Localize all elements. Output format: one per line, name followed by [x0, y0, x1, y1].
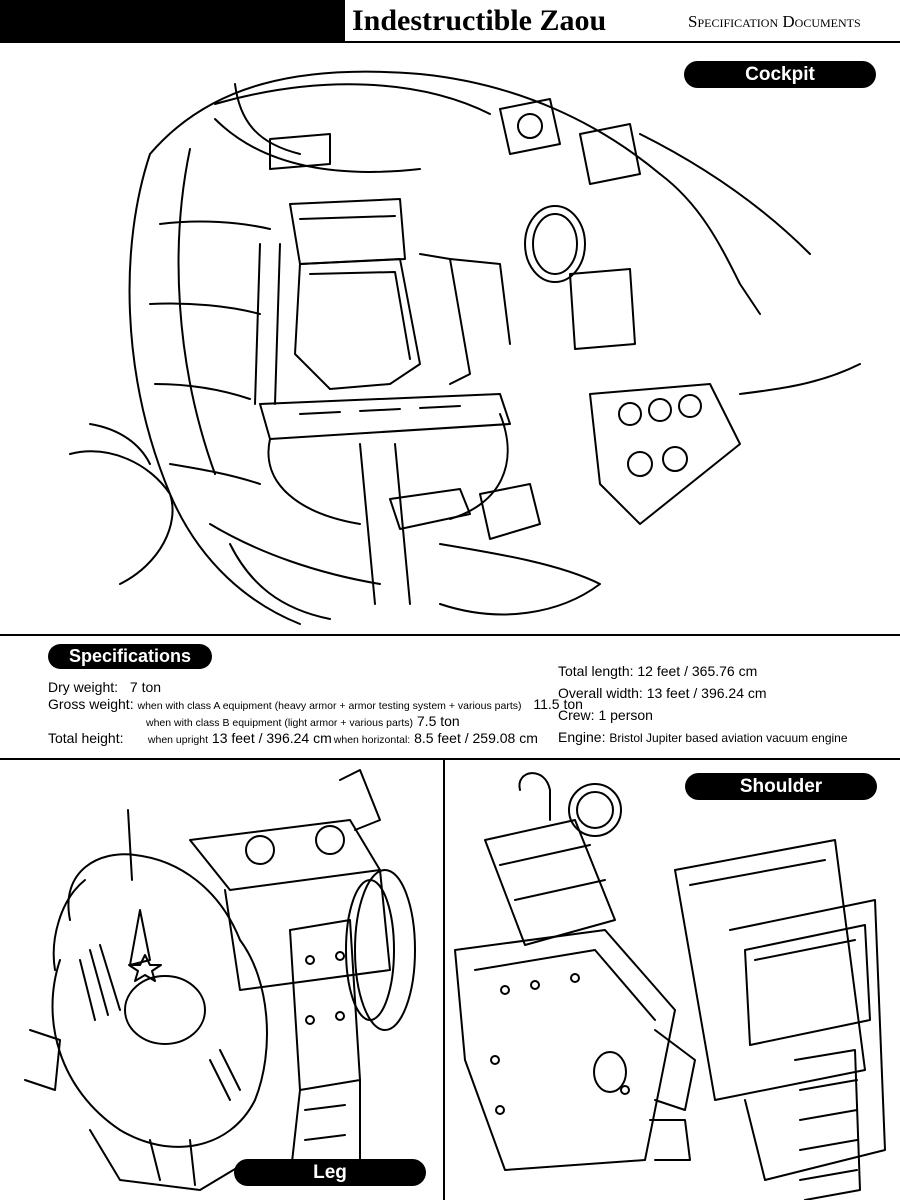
- total-length: Total length: 12 feet / 365.76 cm: [558, 663, 758, 679]
- horizontal-condition: when horizontal:: [333, 734, 411, 746]
- gross-weight-row-a: Gross weight: when with class A equipmen…: [48, 695, 583, 715]
- gross-a-condition: when with class A equipment (heavy armor…: [137, 700, 522, 712]
- dry-weight-label: Dry weight:: [48, 679, 119, 695]
- leg-illustration: Leg: [0, 760, 443, 1200]
- horizontal-value: 8.5 feet / 259.08 cm: [414, 730, 538, 746]
- document-subtitle: Specification Documents: [688, 12, 861, 31]
- leg-label: Leg: [234, 1159, 426, 1186]
- divider-vertical: [443, 758, 445, 1200]
- cockpit-illustration: Cockpit: [0, 44, 900, 634]
- gross-weight-row-b: when with class B equipment (light armor…: [146, 712, 460, 732]
- total-height-label: Total height:: [48, 730, 124, 746]
- upright-value: 13 feet / 396.24 cm: [211, 730, 332, 746]
- shoulder-label: Shoulder: [685, 773, 877, 800]
- gross-b-value: 7.5 ton: [416, 713, 460, 729]
- specifications-label: Specifications: [48, 644, 212, 669]
- document-title: Indestructible Zaou: [352, 4, 607, 37]
- gross-a-value: 11.5 ton: [533, 696, 583, 712]
- page-header: Indestructible Zaou Specification Docume…: [0, 0, 900, 43]
- dry-weight-row: Dry weight: 7 ton: [48, 678, 161, 696]
- dry-weight-value: 7 ton: [129, 679, 162, 695]
- cockpit-label: Cockpit: [684, 61, 876, 88]
- engine-row: Engine: Bristol Jupiter based aviation v…: [558, 727, 848, 749]
- divider-bottom: [0, 758, 900, 760]
- divider-top: [0, 634, 900, 636]
- total-height-row: Total height: when upright 13 feet / 396…: [48, 729, 538, 749]
- upright-condition: when upright: [147, 734, 209, 746]
- gross-weight-label: Gross weight:: [48, 696, 134, 712]
- header-rule: [0, 41, 900, 43]
- overall-width: Overall width: 13 feet / 396.24 cm: [558, 685, 767, 701]
- engine-value: Bristol Jupiter based aviation vacuum en…: [609, 731, 848, 745]
- shoulder-illustration: Shoulder: [445, 760, 900, 1200]
- engine-label: Engine:: [558, 729, 606, 745]
- header-bar: [0, 0, 345, 42]
- crew: Crew: 1 person: [558, 707, 653, 723]
- gross-b-condition: when with class B equipment (light armor…: [146, 717, 413, 729]
